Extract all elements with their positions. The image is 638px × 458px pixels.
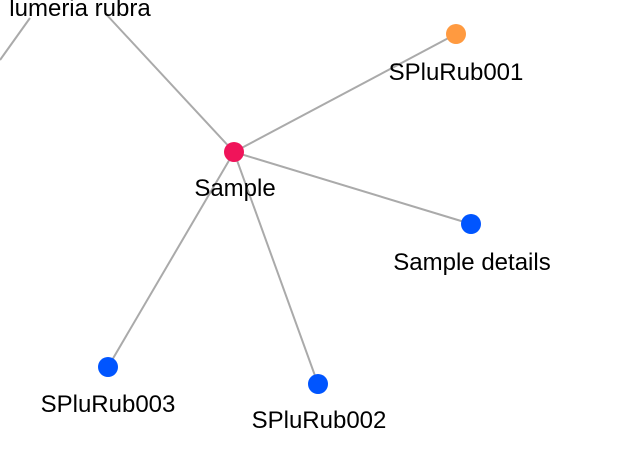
- node-label-spl001: SPluRub001: [389, 59, 524, 86]
- node-marker-spl001: [446, 24, 466, 44]
- graph-edges: [0, 12, 472, 385]
- node-marker-spl002: [308, 374, 328, 394]
- edge-sample-spl001: [233, 33, 457, 153]
- node-marker-sample: [224, 142, 244, 162]
- node-spl002[interactable]: SPluRub002: [252, 374, 387, 434]
- edge-sample-spl003: [107, 151, 235, 368]
- edge-plumeria-rubra-sample: [104, 12, 235, 153]
- node-plumeria-rubra[interactable]: lumeria rubra: [9, 0, 151, 22]
- node-label-sample: Sample: [194, 175, 275, 202]
- node-label-spl002: SPluRub002: [252, 407, 387, 434]
- edge-upstream: [0, 17, 31, 61]
- node-marker-spl003: [98, 357, 118, 377]
- node-sample-details[interactable]: Sample details: [393, 214, 551, 276]
- edge-sample-sample-details: [233, 151, 472, 225]
- graph-nodes: lumeria rubra Sample SPluRub001 Sample d…: [9, 0, 550, 434]
- edge-sample-spl002: [233, 151, 319, 385]
- node-label-spl003: SPluRub003: [41, 391, 176, 418]
- node-spl001[interactable]: SPluRub001: [389, 24, 524, 86]
- node-sample[interactable]: Sample: [194, 142, 276, 202]
- node-label-sample-details: Sample details: [393, 249, 550, 276]
- node-marker-sample-details: [461, 214, 481, 234]
- node-label-plumeria-rubra: lumeria rubra: [9, 0, 151, 22]
- node-spl003[interactable]: SPluRub003: [41, 357, 176, 418]
